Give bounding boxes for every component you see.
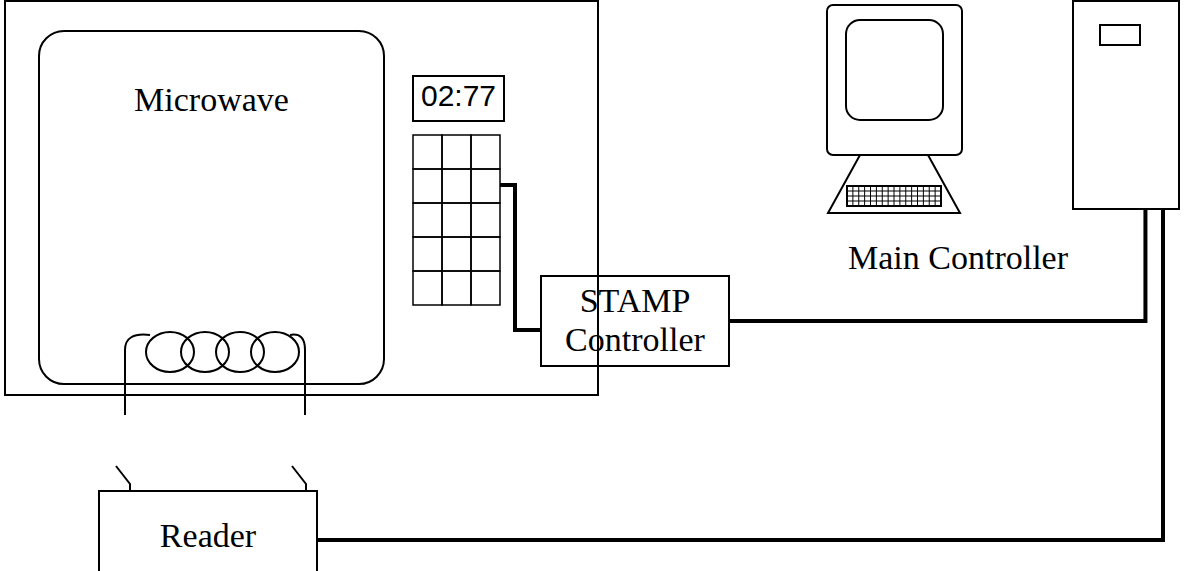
main-controller-tower: Main Controller [1072, 0, 1180, 210]
keypad-key [442, 271, 471, 305]
keypad-key [471, 169, 500, 203]
node-label: Microwave [134, 80, 289, 119]
keypad-key [471, 135, 500, 169]
keypad-key [442, 203, 471, 237]
tower-drive-slot [1100, 25, 1140, 45]
keypad-key [471, 203, 500, 237]
node-label: Reader [160, 516, 256, 555]
stamp-controller-box: STAMP Controller [540, 275, 730, 367]
keyboard-keys [847, 186, 941, 206]
keypad-key [442, 135, 471, 169]
keypad-key [413, 203, 442, 237]
keypad-key [471, 237, 500, 271]
microwave-cavity: Microwave [38, 30, 385, 385]
keypad-key [413, 237, 442, 271]
microwave-housing [5, 1, 598, 395]
keyboard-key-line [847, 196, 941, 197]
keypad-key [442, 169, 471, 203]
keypad-key [413, 271, 442, 305]
keypad-wire [500, 185, 540, 330]
node-label: Main Controller [848, 238, 1068, 277]
signal-cable [318, 210, 1163, 540]
node-label: STAMP Controller [548, 281, 722, 359]
keypad-key [413, 135, 442, 169]
time-display: 02:77 [412, 75, 505, 122]
keypad-key [413, 169, 442, 203]
node-label: 02:77 [421, 79, 496, 114]
signal-cable [730, 210, 1145, 321]
reader-box: Reader [98, 490, 318, 571]
keypad-key [471, 271, 500, 305]
switches [116, 466, 306, 490]
keyboard-key-line [847, 201, 941, 202]
keyboard-key-line [847, 191, 941, 192]
keypad [413, 135, 500, 305]
keypad-key [442, 237, 471, 271]
heating-coil [125, 332, 305, 415]
computer-monitor [827, 5, 962, 213]
